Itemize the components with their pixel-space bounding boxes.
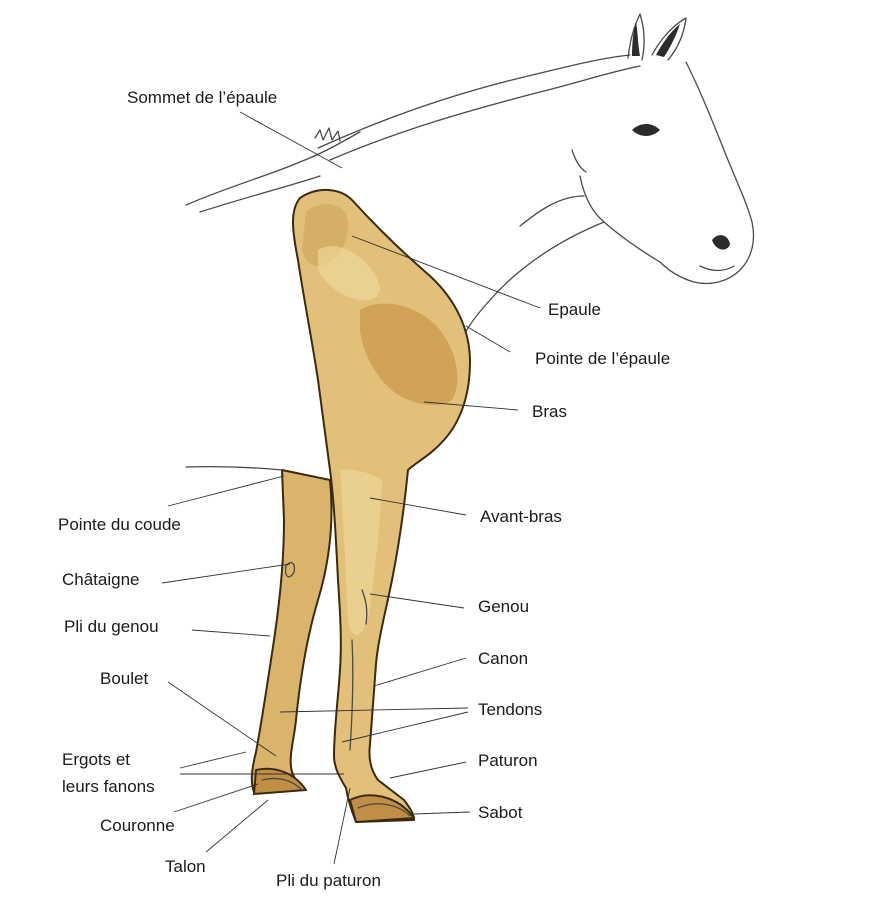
horse-head-sketch	[185, 13, 755, 351]
label-genou: Genou	[478, 597, 529, 616]
label-talon: Talon	[165, 857, 206, 876]
label-pointe-coude: Pointe du coude	[58, 515, 181, 534]
label-tendons: Tendons	[478, 700, 542, 719]
far-hoof	[253, 767, 307, 795]
label-chataigne: Châtaigne	[62, 570, 140, 589]
label-pli-paturon: Pli du paturon	[276, 871, 381, 890]
label-ergots-line1: Ergots et	[62, 750, 130, 769]
label-sabot: Sabot	[478, 803, 523, 822]
shoulder-shade	[360, 303, 458, 406]
label-paturon: Paturon	[478, 751, 538, 770]
label-ergots-line2: leurs fanons	[62, 777, 155, 796]
label-couronne: Couronne	[100, 816, 175, 835]
label-bras: Bras	[532, 402, 567, 421]
shoulder-highlight	[318, 246, 380, 300]
near-hoof	[349, 794, 415, 823]
label-sommet-epaule: Sommet de l’épaule	[127, 88, 277, 107]
label-epaule: Epaule	[548, 300, 601, 319]
labels: Sommet de l’épaule Epaule Pointe de l’ép…	[58, 88, 670, 890]
label-boulet: Boulet	[100, 669, 148, 688]
leader-lines	[161, 111, 541, 865]
forearm-highlight	[340, 469, 382, 635]
label-pointe-epaule: Pointe de l’épaule	[535, 349, 670, 368]
label-pli-genou: Pli du genou	[64, 617, 159, 636]
foreleg-illustration	[185, 189, 471, 823]
far-leg	[250, 469, 333, 793]
label-avant-bras: Avant-bras	[480, 507, 562, 526]
label-canon: Canon	[478, 649, 528, 668]
